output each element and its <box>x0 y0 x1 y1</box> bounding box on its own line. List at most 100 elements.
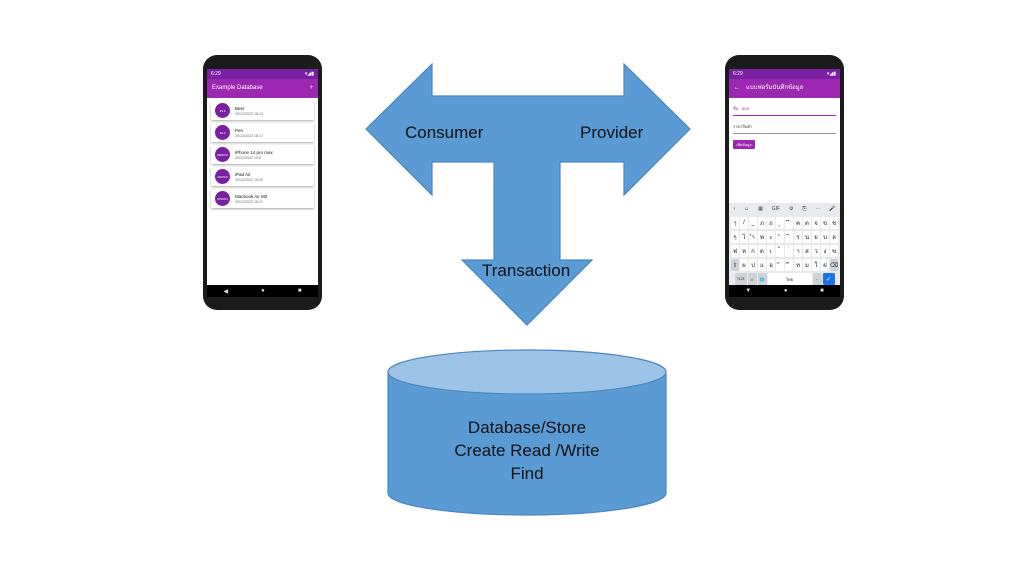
price-avatar: 29.9 <box>215 103 230 118</box>
back-nav-icon[interactable]: ▼ <box>745 288 752 294</box>
home-nav-icon[interactable]: ● <box>783 288 788 294</box>
name-field[interactable]: ชื่อ - สกุล <box>733 103 836 116</box>
mic-icon[interactable]: 🎤 <box>829 206 836 212</box>
keyboard-key[interactable]: า <box>794 245 802 257</box>
keyboard-key[interactable]: ื <box>785 259 793 271</box>
t-arrow <box>365 62 691 326</box>
keyboard-key[interactable]: ช <box>830 217 838 229</box>
keyboard-key[interactable]: ข <box>821 217 829 229</box>
settings-icon[interactable]: ⚙ <box>789 206 794 212</box>
more-icon[interactable]: ⋯ <box>815 206 821 212</box>
status-icons: ▾◢▮ <box>826 71 836 77</box>
keyboard-key[interactable]: แ <box>758 259 766 271</box>
item-date: 20/12/2022 18:21 <box>235 199 263 204</box>
submit-button[interactable]: เพิ่มข้อมูล <box>733 140 755 149</box>
keyboard-key[interactable]: ฟ <box>731 245 739 257</box>
clipboard-icon[interactable]: ⎘ <box>802 206 807 212</box>
keyboard-key[interactable]: ไ <box>740 231 748 243</box>
keyboard-key[interactable]: ด <box>758 245 766 257</box>
keyboard-key[interactable]: จ <box>812 217 820 229</box>
recents-nav-icon[interactable]: ■ <box>297 288 302 294</box>
database-cylinder <box>387 349 667 516</box>
keyboard-key[interactable]: ิ <box>776 259 784 271</box>
app-bar: Example Database + <box>207 79 318 98</box>
database-line-2: Create Read /Write <box>454 441 600 460</box>
space-key[interactable]: ไทย <box>767 273 812 285</box>
keyboard-key[interactable]: อ <box>767 259 775 271</box>
keyboard-key[interactable]: ว <box>812 245 820 257</box>
keyboard-key[interactable]: ๅ <box>731 217 739 229</box>
keyboard-key[interactable]: ๆ <box>731 231 739 243</box>
left-phone-screen: 6:29 ▾◢▮ Example Database + 29.9 Beer 20… <box>207 69 318 297</box>
keyboard-key[interactable]: ร <box>794 231 802 243</box>
keyboard-key[interactable]: ⌫ <box>830 259 838 271</box>
keyboard-key[interactable]: ป <box>749 259 757 271</box>
status-time: 6:29 <box>211 71 221 77</box>
home-nav-icon[interactable]: ● <box>261 288 265 294</box>
symbols-key[interactable]: ?123 <box>734 273 747 285</box>
keyboard-key[interactable]: ึ <box>785 217 793 229</box>
keyboard-key[interactable]: ค <box>794 217 802 229</box>
keyboard-key[interactable]: ะ <box>767 231 775 243</box>
globe-key[interactable]: 🌐 <box>757 273 767 285</box>
list-item[interactable]: 39.0 Pen 20/12/2022 18:17 <box>211 123 314 142</box>
keyboard-key[interactable]: ผ <box>740 259 748 271</box>
keyboard-key[interactable]: ห <box>740 245 748 257</box>
keyboard-key[interactable]: ล <box>830 231 838 243</box>
keyboard-key[interactable]: ก <box>749 245 757 257</box>
keyboard-key[interactable]: ท <box>794 259 802 271</box>
sticker-icon[interactable]: ▦ <box>758 206 763 212</box>
keyboard-key[interactable]: ี <box>785 231 793 243</box>
nav-bar: ◀ ● ■ <box>207 285 318 297</box>
keyboard-key[interactable]: ภ <box>758 217 766 229</box>
nav-bar: ▼ ● ■ <box>729 285 840 297</box>
keyboard-key[interactable]: ำ <box>749 231 757 243</box>
item-date: 20/12/2022 15:20 <box>235 177 263 182</box>
back-nav-icon[interactable]: ◀ <box>223 288 229 295</box>
status-bar: 6:29 ▾◢▮ <box>729 69 840 79</box>
list-item[interactable]: 59000.0 iPhone 14 pro max 20/12/2022 15:… <box>211 145 314 164</box>
price-field[interactable]: ราคาสินค้า <box>733 121 836 134</box>
collapse-icon[interactable]: ‹ <box>733 206 736 212</box>
emoji-key[interactable]: ☺ <box>747 273 757 285</box>
item-date: 20/12/2022 15:0 <box>235 155 261 160</box>
list-item[interactable]: 31000.0 iPad Air 20/12/2022 15:20 <box>211 167 314 186</box>
keyboard-key[interactable]: น <box>803 231 811 243</box>
item-title: iPhone 14 pro max <box>235 149 273 155</box>
keyboard-toolbar: ‹ ☺ ▦ GIF ⚙ ⎘ ⋯ 🎤 <box>729 203 840 215</box>
item-title: Beer <box>235 105 245 111</box>
enter-key[interactable]: ✓ <box>822 273 835 285</box>
keyboard-key[interactable]: ง <box>821 245 829 257</box>
keyboard-key[interactable]: ่ <box>785 245 793 257</box>
keyboard-key[interactable]: ใ <box>812 259 820 271</box>
keyboard-key[interactable]: ถ <box>767 217 775 229</box>
keyboard-key[interactable]: เ <box>767 245 775 257</box>
keyboard-key[interactable]: ⇧ <box>731 259 739 271</box>
keyboard-key[interactable]: / <box>740 217 748 229</box>
keyboard-key[interactable]: _ <box>749 217 757 229</box>
keyboard-key[interactable]: ุ <box>776 217 784 229</box>
keyboard-key[interactable]: ฝ <box>821 259 829 271</box>
recents-nav-icon[interactable]: ■ <box>820 288 824 294</box>
add-icon[interactable]: + <box>309 85 313 91</box>
keyboard-key[interactable]: ย <box>812 231 820 243</box>
keyboard-key[interactable]: ฃ <box>830 245 838 257</box>
status-time: 6:29 <box>733 71 743 77</box>
keyboard-key[interactable]: ต <box>803 217 811 229</box>
keyboard-key[interactable]: ม <box>803 259 811 271</box>
emoji-icon[interactable]: ☺ <box>744 206 750 212</box>
keyboard-bottom-row: ?123 ☺ 🌐 ไทย . ✓ <box>729 273 840 285</box>
status-icons: ▾◢▮ <box>304 71 314 77</box>
keyboard-key[interactable]: ้ <box>776 245 784 257</box>
back-arrow-icon[interactable]: ← <box>734 85 740 91</box>
gif-icon[interactable]: GIF <box>771 206 781 212</box>
keyboard-key[interactable]: พ <box>758 231 766 243</box>
keyboard-key[interactable]: ส <box>803 245 811 257</box>
period-key[interactable]: . <box>812 273 822 285</box>
list-item[interactable]: 67000.0 Macbook Air M2 20/12/2022 18:21 <box>211 189 314 208</box>
keyboard-key[interactable]: บ <box>821 231 829 243</box>
keyboard-key[interactable]: ั <box>776 231 784 243</box>
price-avatar: 31000.0 <box>215 169 230 184</box>
list-item[interactable]: 29.9 Beer 20/12/2022 18:13 <box>211 101 314 120</box>
